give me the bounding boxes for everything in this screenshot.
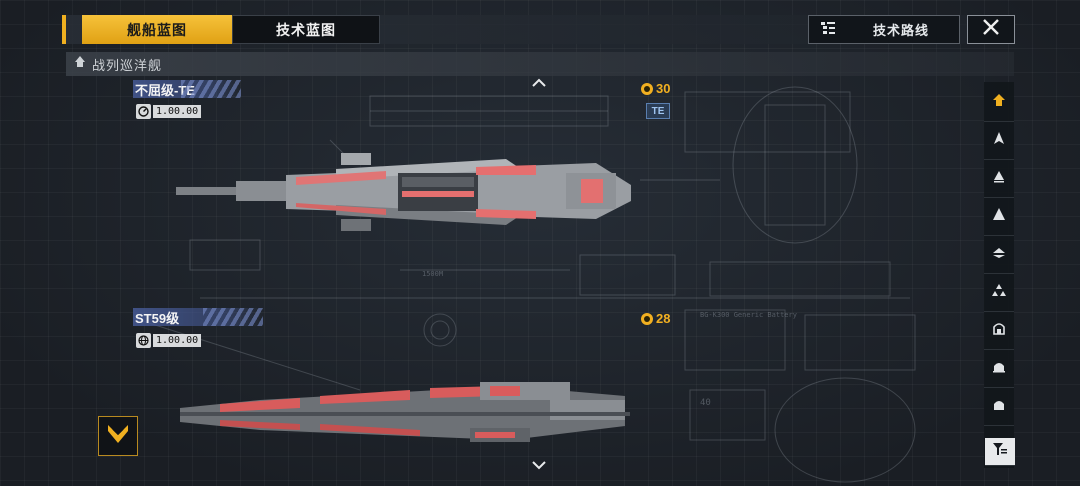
destroyer-icon xyxy=(992,169,1006,188)
ship-1-name[interactable]: 不屈级-TE xyxy=(133,80,241,98)
carrier-icon xyxy=(992,245,1006,264)
rank-chevron-icon xyxy=(106,423,130,450)
filter-button[interactable] xyxy=(985,438,1015,466)
ship-1-illustration[interactable] xyxy=(176,145,636,240)
coin-icon xyxy=(641,82,653,95)
ship-1-cost: 30 xyxy=(641,81,670,96)
blueprint-battery-label: BG-K300 Generic Battery xyxy=(700,311,797,319)
station-icon xyxy=(992,321,1006,340)
blueprint-length-label: 1500M xyxy=(422,270,444,278)
top-bar-accent xyxy=(62,15,66,44)
speed-dial-icon xyxy=(136,104,151,119)
tree-list-icon xyxy=(821,22,835,37)
category-bar: 战列巡洋舰 xyxy=(66,52,1014,76)
close-button[interactable] xyxy=(967,15,1015,44)
cruiser-icon xyxy=(992,207,1006,226)
ship-1-stat: 1.00.00 xyxy=(136,104,202,119)
ship-1-te-badge: TE xyxy=(646,103,670,119)
sidebar-item-fleet[interactable] xyxy=(984,274,1014,312)
ship-1-name-text: 不屈级-TE xyxy=(135,82,195,98)
battlecruiser-icon xyxy=(74,55,86,73)
ship-2-name[interactable]: ST59级 xyxy=(133,308,263,326)
sidebar-item-battlecruiser[interactable] xyxy=(984,84,1014,122)
sidebar-item-cruiser[interactable] xyxy=(984,198,1014,236)
blueprint-distance-label: 40 xyxy=(700,398,711,408)
sidebar-item-destroyer[interactable] xyxy=(984,160,1014,198)
ship-2-cost-value: 28 xyxy=(656,311,671,326)
tab-tech-blueprints[interactable]: 技术蓝图 xyxy=(232,15,380,44)
close-icon xyxy=(982,18,1000,41)
filter-icon xyxy=(993,442,1007,461)
auxiliary-icon xyxy=(992,397,1006,416)
sidebar-item-station[interactable] xyxy=(984,312,1014,350)
ship-2-name-stripes xyxy=(203,308,263,326)
tech-route-label: 技术路线 xyxy=(873,23,930,38)
battlecruiser-icon xyxy=(992,93,1006,112)
dreadnought-icon xyxy=(992,359,1006,378)
ship-2-illustration[interactable] xyxy=(180,378,630,458)
scroll-down-arrow[interactable] xyxy=(532,457,546,473)
ship-2-cost: 28 xyxy=(641,311,670,326)
scroll-up-arrow[interactable] xyxy=(532,74,546,90)
sidebar-item-auxiliary[interactable] xyxy=(984,388,1014,426)
rank-badge[interactable] xyxy=(98,416,138,456)
sidebar-item-carrier[interactable] xyxy=(984,236,1014,274)
sidebar-item-frigate[interactable] xyxy=(984,122,1014,160)
tech-route-button[interactable]: 技术路线 xyxy=(808,15,960,44)
ship-1-stat-value: 1.00.00 xyxy=(153,105,202,118)
fleet-icon xyxy=(992,283,1006,302)
frigate-icon xyxy=(992,131,1006,150)
ship-2-name-text: ST59级 xyxy=(135,310,180,326)
coin-icon xyxy=(641,312,653,325)
ship-1-cost-value: 30 xyxy=(656,81,671,96)
sidebar-item-dreadnought[interactable] xyxy=(984,350,1014,388)
tab-ship-blueprints[interactable]: 舰船蓝图 xyxy=(82,15,232,44)
globe-icon xyxy=(136,333,151,348)
ship-1-name-stripes xyxy=(181,80,241,98)
category-label: 战列巡洋舰 xyxy=(92,57,163,73)
ship-2-stat: 1.00.00 xyxy=(136,333,202,348)
ship-2-stat-value: 1.00.00 xyxy=(153,334,202,347)
